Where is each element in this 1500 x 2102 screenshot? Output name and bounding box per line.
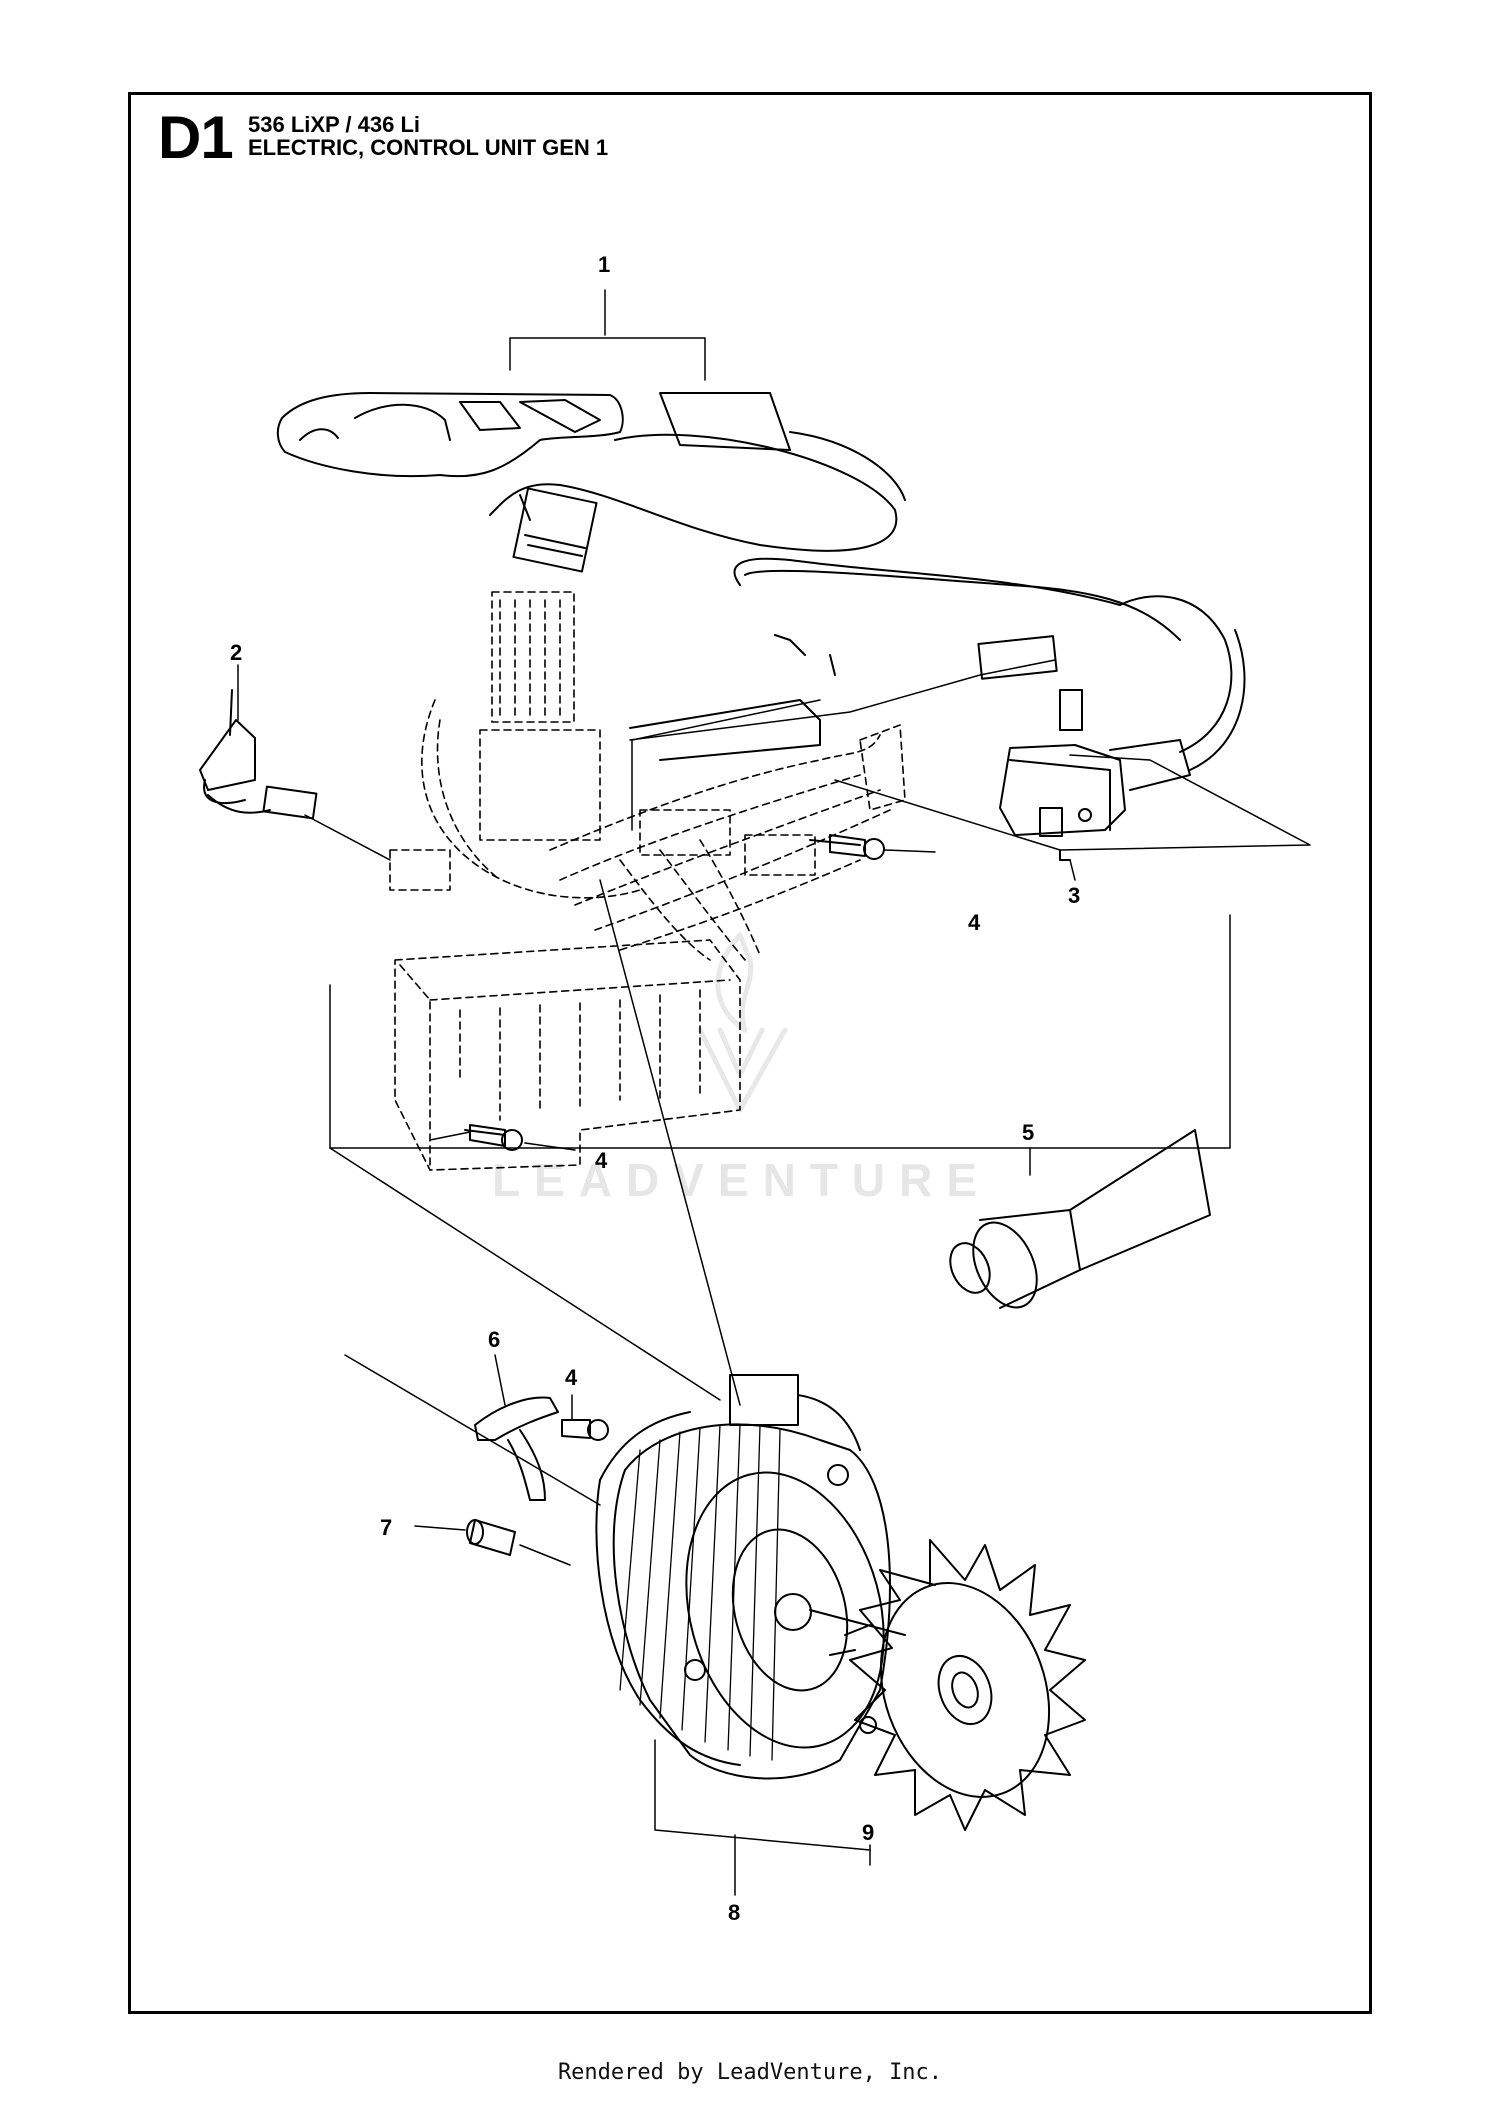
- model-line: 536 LiXP / 436 Li: [248, 112, 421, 137]
- callout-4-lower: 4: [595, 1148, 608, 1173]
- part-3-switch: [629, 557, 1311, 881]
- callout-2: 2: [230, 640, 242, 665]
- part-6-clamp: [474, 1354, 559, 1501]
- callout-4-upper: 4: [968, 910, 981, 935]
- callout-9: 9: [862, 1820, 874, 1845]
- part-2-connector: [199, 689, 391, 861]
- watermark: LEADVENTURE: [492, 1154, 992, 1206]
- callout-labels: 1 2 3 4 4 4 5 6 7 8 9: [230, 252, 1080, 1925]
- part-4-screw-motor: [561, 1394, 609, 1441]
- section-title: ELECTRIC, CONTROL UNIT GEN 1: [248, 135, 609, 161]
- watermark-logo: [697, 932, 788, 1113]
- diagram-code: D1: [158, 104, 234, 171]
- callout-8: 8: [728, 1900, 740, 1925]
- diagram-frame: [128, 92, 1372, 2014]
- part-7-screw: [414, 1519, 571, 1566]
- callout-7: 7: [380, 1515, 392, 1540]
- callout-5: 5: [1022, 1120, 1034, 1145]
- callout-4-motor: 4: [565, 1365, 578, 1390]
- part-1-ribbon-cable: [489, 431, 906, 573]
- reference-lines: [329, 699, 1231, 1506]
- diagram-heading: 536 LiXP / 436 Li ELECTRIC, CONTROL UNIT…: [248, 113, 608, 159]
- part-9-fan: [829, 1539, 1086, 1866]
- callout-1: 1: [598, 252, 610, 277]
- control-unit-phantom: [389, 591, 906, 1171]
- part-4-screw-upper: [809, 834, 936, 860]
- footer-credit: Rendered by LeadVenture, Inc.: [557, 2060, 943, 2085]
- callout-6: 6: [488, 1327, 500, 1352]
- part-1-leader: [509, 289, 706, 381]
- callout-3: 3: [1068, 883, 1080, 908]
- part-5-grease-tube: [949, 1129, 1211, 1309]
- part-4-screw-lower: [429, 1124, 576, 1151]
- part-1-cover: [276, 392, 791, 478]
- part-8-motor: [595, 1374, 906, 1896]
